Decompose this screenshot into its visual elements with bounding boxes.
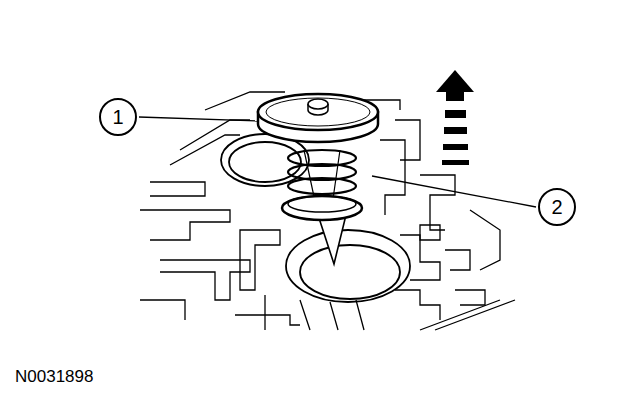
- seal-ring: [282, 196, 362, 220]
- channel: [420, 175, 455, 230]
- leader-line: [139, 117, 258, 121]
- spring-coil: [288, 178, 356, 194]
- channel: [395, 290, 440, 320]
- figure-number: N0031898: [15, 368, 93, 387]
- leader-lines: [139, 117, 536, 207]
- arrow-bar: [446, 92, 464, 101]
- channel: [160, 260, 250, 300]
- channel: [400, 235, 440, 280]
- piston-face: [258, 94, 378, 130]
- arrow-bar: [443, 144, 468, 150]
- channel: [470, 210, 500, 270]
- channel: [300, 300, 364, 330]
- valve-body-channels: [140, 92, 515, 330]
- channel: [455, 290, 485, 305]
- leader-line: [372, 176, 536, 207]
- channel: [264, 295, 265, 330]
- seal-ring-inner: [288, 196, 356, 212]
- callout-circle: 2: [538, 188, 576, 226]
- callout-number: 1: [112, 107, 123, 127]
- callout-number: 2: [551, 197, 562, 217]
- channel: [235, 315, 300, 325]
- channel: [420, 225, 440, 240]
- seal-ring-outer: [282, 196, 362, 220]
- channel: [150, 182, 205, 196]
- piston: [258, 94, 378, 142]
- arrow-bar: [442, 160, 469, 165]
- channel: [380, 140, 405, 215]
- cone: [318, 215, 346, 264]
- piston-groove: [266, 98, 370, 126]
- callout-circle: 1: [99, 98, 137, 136]
- channel: [445, 250, 470, 270]
- arrow-bar: [445, 110, 466, 118]
- arrow-bar: [444, 127, 467, 134]
- lower-bore-inner: [300, 245, 400, 299]
- bores: [221, 134, 410, 302]
- lower-bore: [286, 230, 410, 302]
- direction-arrow: [436, 70, 474, 165]
- arrow-head: [436, 70, 474, 92]
- channel: [240, 230, 280, 290]
- channel: [140, 210, 230, 240]
- piston-hub-top: [308, 99, 328, 109]
- channel: [140, 300, 185, 320]
- channel: [420, 300, 515, 330]
